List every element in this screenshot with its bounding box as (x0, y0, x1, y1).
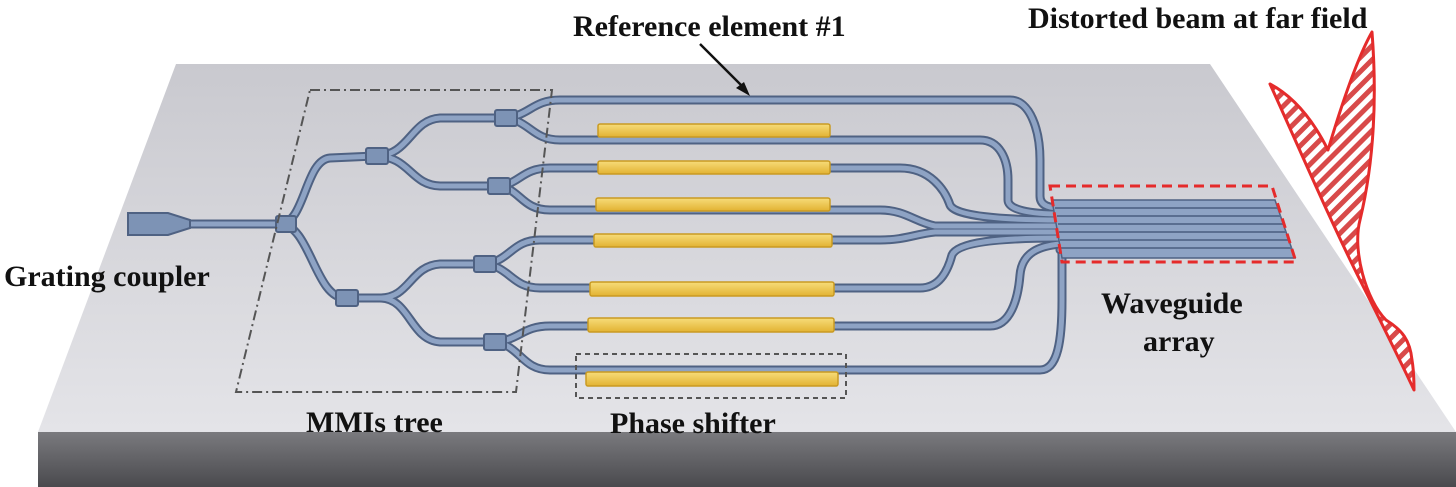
mmis-tree-box (234, 89, 554, 393)
phase-shifter-box (575, 353, 847, 399)
waveguide-array-label-line1: Waveguide (1101, 287, 1243, 320)
mmis-tree-label: MMIs tree (306, 406, 443, 439)
phase-shifter-label: Phase shifter (610, 407, 776, 440)
distorted-beam-label: Distorted beam at far field (1028, 2, 1368, 35)
reference-element-label: Reference element #1 (573, 10, 846, 43)
phase-shifter-heaters (585, 123, 839, 387)
reference-arrow (699, 43, 750, 96)
waveguide-array (1051, 199, 1297, 259)
grating-coupler-taper (127, 212, 191, 236)
distorted-beam-profile (1268, 30, 1416, 392)
waveguide-array-label-line2: array (1143, 325, 1215, 358)
chip-front-face (38, 432, 1456, 487)
mmi-blocks (275, 109, 518, 351)
waveguide-array-box (1048, 184, 1299, 264)
grating-coupler-label: Grating coupler (4, 260, 210, 293)
